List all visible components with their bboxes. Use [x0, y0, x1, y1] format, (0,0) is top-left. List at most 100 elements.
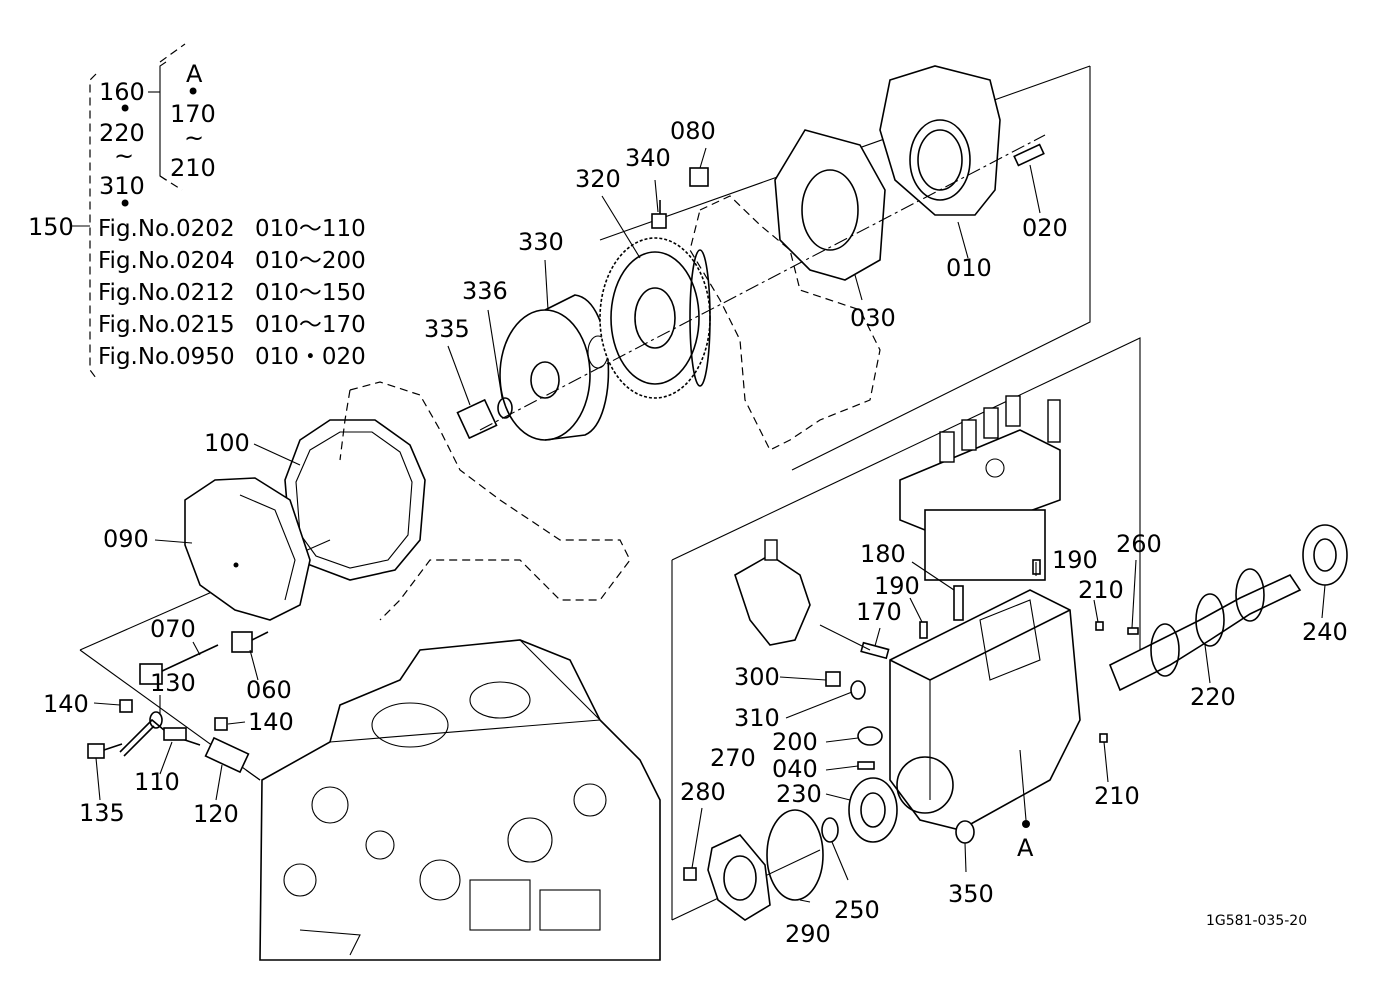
part-080-bolt	[689, 167, 709, 187]
legend-group-a-sep-3: •	[118, 190, 132, 218]
part-135-bolt	[87, 743, 123, 759]
pump-housing	[889, 589, 1081, 831]
label-040: 040	[772, 755, 818, 783]
label-070: 070	[150, 615, 196, 643]
part-335-collar	[456, 398, 498, 440]
engine-block	[259, 381, 661, 961]
label-190b: 190	[1052, 546, 1098, 574]
gear-axis-line	[479, 134, 1046, 431]
part-300-plug	[825, 671, 841, 687]
fig-ref-4-fig: Fig.No.0215	[98, 312, 235, 338]
part-140b-nut	[214, 717, 228, 731]
label-010: 010	[946, 254, 992, 282]
label-290: 290	[785, 920, 831, 948]
label-330: 330	[518, 228, 564, 256]
label-170: 170	[856, 598, 902, 626]
part-120-fitting	[204, 736, 250, 774]
label-020: 020	[1022, 214, 1068, 242]
label-270: 270	[710, 744, 756, 772]
legend-group-b-1: 170	[170, 100, 216, 128]
part-090-cover	[184, 477, 311, 621]
legend-group-b-sep-1: •	[186, 78, 200, 106]
legend-main-label: 150	[28, 213, 74, 241]
label-140b: 140	[248, 708, 294, 736]
frame-gear-case	[791, 66, 1091, 471]
label-110: 110	[134, 768, 180, 796]
legend-group-a-3: 310	[99, 172, 145, 200]
part-260-key	[1127, 627, 1139, 635]
part-250-clip	[821, 817, 839, 843]
part-350-washer	[955, 820, 975, 844]
label-100: 100	[204, 429, 250, 457]
label-300: 300	[734, 663, 780, 691]
part-110-fitting	[163, 727, 187, 741]
label-220: 220	[1190, 683, 1236, 711]
legend-group-a-2: 220	[99, 119, 145, 147]
gear-case-outline	[689, 195, 881, 451]
part-240-bearing	[1302, 524, 1348, 586]
part-280-bolt	[683, 867, 697, 881]
label-260: 260	[1116, 530, 1162, 558]
part-180-stud	[953, 585, 964, 621]
part-070-bolt	[139, 644, 219, 685]
part-030-gasket	[774, 129, 886, 281]
part-210a-pin	[1095, 621, 1104, 631]
label-250: 250	[834, 896, 880, 924]
fig-ref-2-fig: Fig.No.0204	[98, 248, 235, 274]
fig-ref-1-fig: Fig.No.0202	[98, 216, 235, 242]
legend-group-b-top: A	[186, 60, 203, 88]
pump-head	[899, 395, 1061, 581]
part-270-flange	[707, 834, 771, 921]
label-210b: 210	[1094, 782, 1140, 810]
part-010-plate	[879, 65, 1001, 216]
label-200: 200	[772, 728, 818, 756]
part-340-bolt	[651, 200, 667, 229]
legend-group-b-sep-2: ~	[184, 124, 204, 152]
label-240: 240	[1302, 618, 1348, 646]
part-320-gear	[599, 237, 711, 399]
label-130: 130	[150, 669, 196, 697]
part-200-cap	[857, 726, 883, 746]
frame-injection-pump	[671, 337, 1141, 660]
part-040-pin	[857, 761, 875, 770]
part-190a-pin	[919, 621, 928, 639]
legend-bracket-outer	[89, 73, 97, 379]
part-140a-nut	[119, 699, 133, 713]
label-230: 230	[776, 780, 822, 808]
fig-ref-1-range: 010～110	[255, 216, 366, 242]
part-210b-pin	[1099, 733, 1108, 743]
label-340: 340	[625, 144, 671, 172]
part-170-stud	[860, 641, 890, 660]
fig-ref-3-range: 010～150	[255, 280, 366, 306]
part-336-ring	[497, 397, 513, 419]
part-130-pipe	[119, 711, 201, 757]
part-330-hub	[499, 294, 610, 441]
fuel-feed-pump	[734, 539, 811, 646]
part-290-oring	[766, 809, 824, 901]
label-080: 080	[670, 117, 716, 145]
fig-ref-3-fig: Fig.No.0212	[98, 280, 235, 306]
legend: 160 • 220 ~ 310 • A • 170 ~ 210 150 Fig.…	[28, 43, 366, 379]
label-280: 280	[680, 778, 726, 806]
part-310-washer	[850, 680, 866, 700]
label-140a: 140	[43, 690, 89, 718]
marker-a-dot	[1022, 820, 1030, 828]
part-labels: 010 020 030 040 060 070 080 090 100 110 …	[43, 117, 1348, 948]
part-220-camshaft	[1108, 568, 1302, 692]
part-060-bolt	[231, 631, 269, 653]
fig-ref-5-range: 010・020	[255, 344, 366, 370]
legend-group-a-sep-2: ~	[114, 142, 134, 170]
label-060: 060	[246, 676, 292, 704]
label-335: 335	[424, 315, 470, 343]
legend-bracket-inner	[159, 61, 167, 181]
part-230-bearing	[848, 777, 898, 843]
legend-bracket-top	[159, 43, 186, 63]
label-030: 030	[850, 304, 896, 332]
fig-ref-4-range: 010～170	[255, 312, 366, 338]
label-320: 320	[575, 165, 621, 193]
label-marker-a: A	[1017, 834, 1034, 862]
label-336: 336	[462, 277, 508, 305]
label-210a: 210	[1078, 576, 1124, 604]
